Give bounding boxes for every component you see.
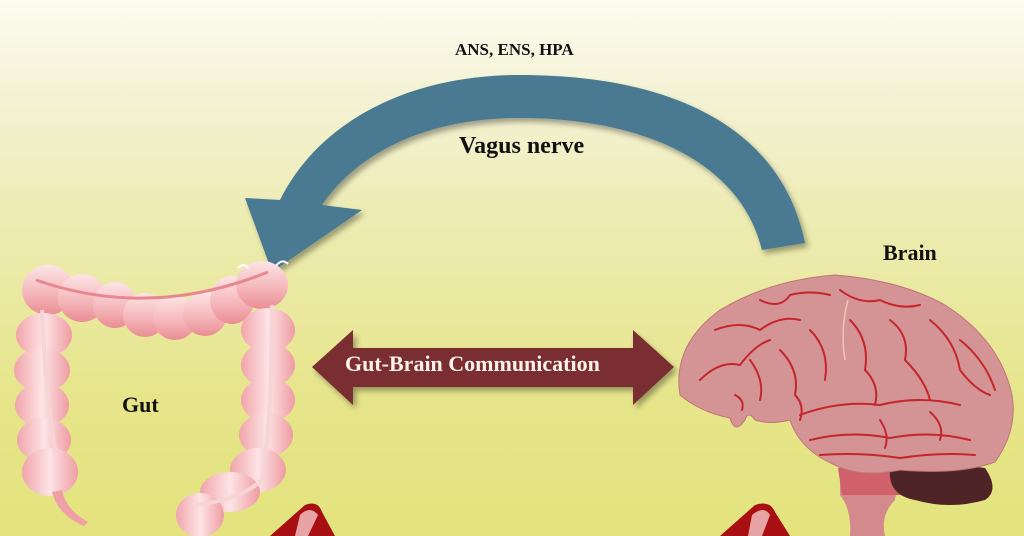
gut-label: Gut xyxy=(122,392,159,417)
brain-illustration xyxy=(678,274,1014,536)
brain-label: Brain xyxy=(883,240,937,265)
gut-brain-communication-arrow xyxy=(312,330,674,405)
communication-label: Gut-Brain Communication xyxy=(345,351,600,376)
gut-illustration xyxy=(14,260,295,536)
brain-vessels xyxy=(699,289,996,460)
red-cup-right xyxy=(720,503,790,536)
vagus-pathways-label: ANS, ENS, HPA xyxy=(455,40,574,59)
vagus-nerve-label: Vagus nerve xyxy=(459,133,585,159)
vagus-nerve-arrow xyxy=(245,75,805,272)
red-cup-left xyxy=(270,503,335,536)
